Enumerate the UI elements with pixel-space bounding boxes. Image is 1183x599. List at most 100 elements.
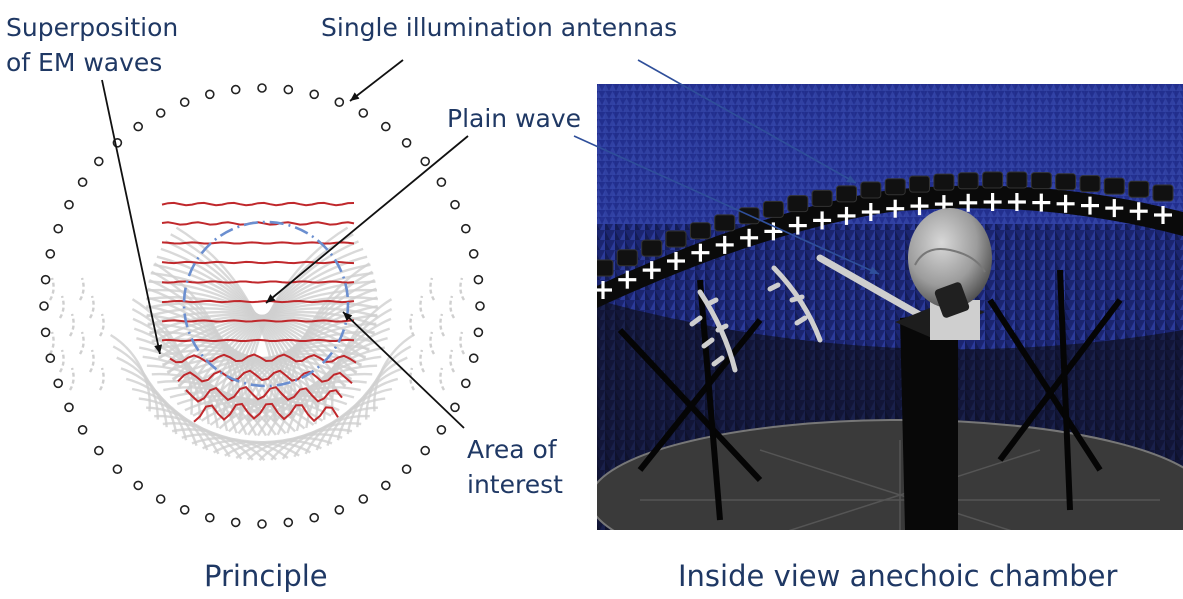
superposition-stub [48, 331, 55, 355]
antenna-dot [450, 199, 460, 210]
antenna-dot [283, 517, 294, 528]
superposition-arc [153, 262, 235, 419]
superposition-stub [78, 277, 85, 301]
antenna-dot [358, 494, 369, 504]
plane-wave-line [161, 299, 355, 304]
antenna-holder [665, 230, 687, 248]
antenna-holder [909, 175, 930, 193]
antenna-holder [933, 173, 955, 191]
antenna-holder [811, 189, 833, 207]
antenna-holder [616, 249, 638, 267]
antenna-marker-icon [788, 216, 807, 235]
antenna-holder [1152, 184, 1174, 202]
plane-wave-lines [161, 201, 357, 423]
antenna-marker-icon [813, 211, 832, 230]
antenna-dot [179, 97, 190, 107]
antenna-dot [77, 424, 88, 435]
antenna-dot [53, 223, 64, 234]
antenna-dot [380, 121, 391, 132]
antenna-marker-icon [1007, 193, 1026, 211]
antenna-dot [112, 464, 123, 475]
antenna-holder [1030, 172, 1052, 190]
antenna-holder [762, 200, 784, 218]
antenna-marker-icon [1105, 199, 1124, 218]
anechoic-chamber-photo [573, 59, 1183, 530]
antenna-dot [205, 89, 215, 100]
antenna-dot [64, 199, 74, 210]
antenna-dot [380, 480, 391, 491]
antenna-marker-icon [1154, 206, 1172, 224]
antenna-marker-icon [983, 193, 1002, 211]
antenna-dot [77, 177, 88, 187]
antenna-marker-icon [1056, 194, 1075, 213]
superposition-stub [68, 313, 75, 337]
antenna-dot [420, 156, 431, 167]
plane-wave-line [161, 338, 355, 343]
plain-wave-photo-arrow [573, 135, 880, 275]
area-label-line1: Area of [467, 435, 558, 464]
antenna-dot [155, 108, 166, 118]
superposition-stub [78, 331, 85, 355]
antenna-holder [1079, 175, 1101, 193]
superposition-label-line2: of EM waves [6, 48, 162, 77]
superposition-stub [459, 331, 466, 355]
phone-icon [934, 282, 970, 318]
plain-wave-arrow [265, 135, 469, 304]
superposition-label-line1: Superposition [6, 13, 178, 42]
antenna-dot [257, 83, 267, 93]
antenna-holder [1103, 177, 1125, 195]
pedestal-icon [900, 312, 958, 530]
antenna-dot [94, 156, 104, 167]
antenna-holder [641, 239, 663, 257]
antenna-marker-icon [837, 206, 856, 225]
antenna-marker-icon [886, 199, 905, 218]
superposition-arc [131, 298, 193, 415]
antenna-holder [836, 185, 857, 203]
antenna-dot [230, 84, 241, 95]
antenna-dot [473, 274, 484, 285]
superposition-stub [88, 349, 95, 373]
superposition-arc [175, 226, 277, 422]
antenna-dot [460, 378, 471, 389]
superposition-stub [419, 349, 426, 373]
antenna-dot [334, 97, 345, 107]
antenna-dot [334, 504, 345, 515]
antenna-marker-icon [934, 195, 953, 214]
plane-wave-line [161, 201, 355, 207]
antenna-dot [53, 378, 64, 389]
superposition-stub [409, 313, 416, 337]
antenna-dot [179, 504, 190, 515]
antenna-marker-icon [959, 193, 978, 212]
antenna-holder [597, 259, 614, 277]
principle-diagram [39, 59, 485, 529]
caption-principle: Principle [204, 559, 328, 593]
superposition-stub [449, 295, 456, 319]
area-of-interest-outline [182, 220, 350, 388]
antennas-arrow [349, 59, 404, 102]
antenna-dot [45, 249, 56, 259]
antenna-dot [401, 138, 412, 148]
antenna-dot [257, 519, 267, 529]
antenna-dot [401, 464, 412, 475]
superposition-stub [58, 295, 65, 319]
antenna-marker-icon [1081, 196, 1099, 215]
superposition-stub [429, 331, 436, 355]
antenna-dot [205, 512, 215, 523]
antennas-photo-arrow [637, 59, 857, 184]
antenna-marker-icon [764, 222, 783, 241]
antenna-dot [64, 402, 74, 413]
antenna-marker-icon [715, 235, 734, 254]
antenna-dot [436, 424, 447, 435]
antenna-holder [714, 214, 736, 232]
antenna-dot [460, 223, 471, 234]
superposition-stub [439, 367, 446, 391]
antenna-dot [94, 445, 104, 456]
antenna-holder [884, 178, 906, 196]
antenna-holder [860, 181, 882, 199]
antenna-holder [689, 222, 711, 240]
antenna-dot [133, 121, 143, 132]
antenna-marker-icon [1032, 193, 1051, 212]
antenna-dot [155, 494, 166, 504]
antennas-label: Single illumination antennas [321, 13, 677, 42]
